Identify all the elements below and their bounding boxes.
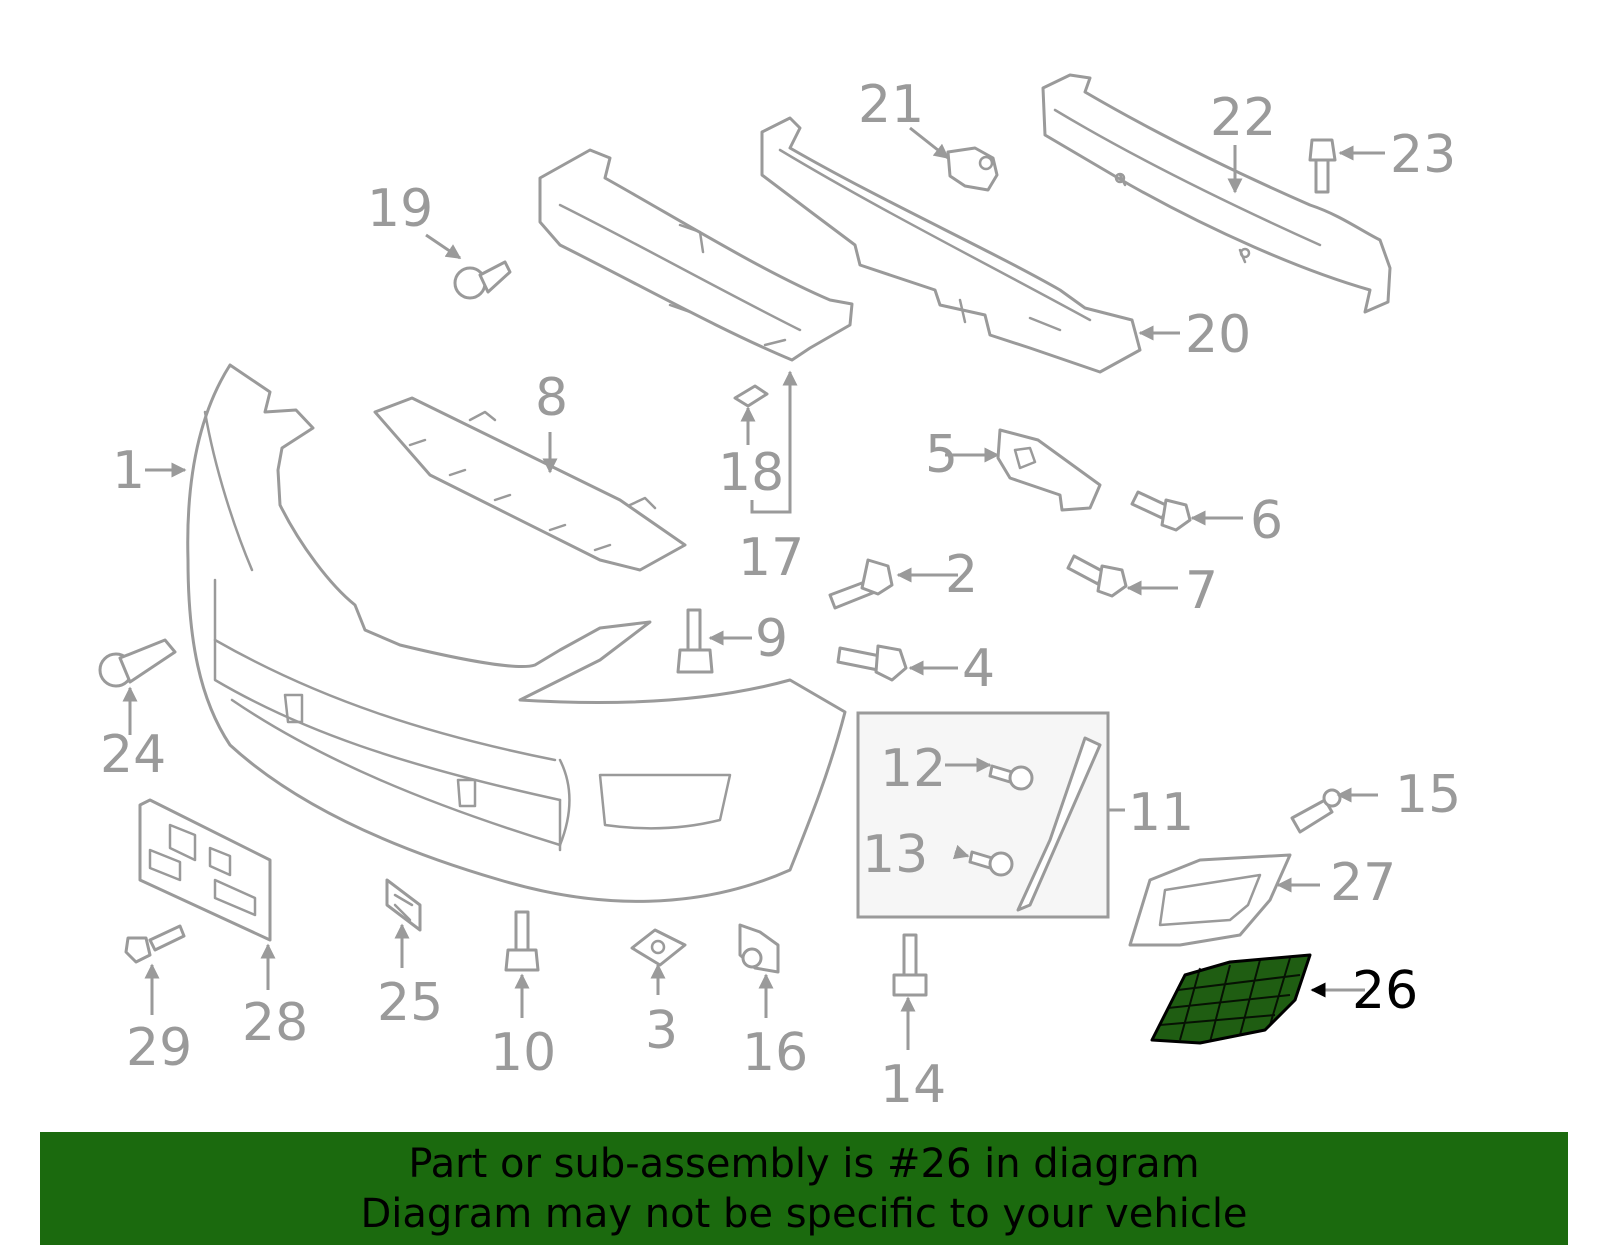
absorber-part-17[interactable]: [538, 148, 854, 362]
info-banner: Part or sub-assembly is #26 in diagram D…: [40, 1132, 1568, 1245]
leader-lines: [122, 126, 1385, 1050]
bumper-cover-part-1[interactable]: [186, 363, 847, 903]
callout-10: 10: [490, 1023, 556, 1083]
callout-29: 29: [126, 1018, 192, 1078]
callout-13: 13: [862, 825, 928, 885]
callout-3: 3: [645, 1001, 678, 1061]
bolt-part-4[interactable]: [836, 644, 908, 682]
reinforcement-part-20[interactable]: [760, 116, 1142, 374]
upper-rail-part-8[interactable]: [373, 396, 687, 572]
callout-7: 7: [1185, 561, 1218, 621]
callout-16: 16: [742, 1023, 808, 1083]
callout-5: 5: [925, 425, 958, 485]
callout-labels: 1 2 3 4 5 6 7 8 9 10 11 12 13 14 15 16 1…: [100, 75, 1461, 1115]
bracket-part-5[interactable]: [996, 428, 1102, 512]
bolt-part-29[interactable]: [124, 924, 186, 964]
bumper-beam-part-22[interactable]: [1041, 73, 1392, 314]
screw-part-12[interactable]: [988, 764, 1034, 791]
callout-14: 14: [880, 1055, 946, 1115]
callout-25: 25: [377, 973, 443, 1033]
bolt-part-23[interactable]: [1308, 138, 1337, 194]
fog-bezel-part-27[interactable]: [1128, 853, 1292, 947]
bolt-part-14[interactable]: [892, 933, 928, 997]
callout-18: 18: [718, 443, 784, 503]
nut-part-3[interactable]: [630, 928, 687, 967]
callout-12: 12: [880, 739, 946, 799]
bolt-part-9[interactable]: [676, 608, 714, 674]
bolt-part-7[interactable]: [1066, 554, 1128, 598]
bolt-part-2[interactable]: [828, 558, 894, 610]
clip-part-19[interactable]: [453, 260, 512, 300]
callout-2: 2: [945, 545, 978, 605]
callout-28: 28: [242, 993, 308, 1053]
trim-part-11[interactable]: [1016, 736, 1102, 912]
callout-20: 20: [1185, 305, 1251, 365]
clip-part-21[interactable]: [946, 146, 999, 192]
callout-9: 9: [755, 609, 788, 669]
clip-part-25[interactable]: [385, 878, 422, 932]
screw-part-13[interactable]: [968, 850, 1014, 877]
bolt-part-10[interactable]: [504, 910, 540, 972]
callout-19: 19: [367, 179, 433, 239]
callout-23: 23: [1390, 125, 1456, 185]
callout-1: 1: [112, 441, 145, 501]
callout-15: 15: [1395, 765, 1461, 825]
fog-grille-part-26[interactable]: [1150, 953, 1312, 1045]
callout-22: 22: [1210, 88, 1276, 148]
banner-line-part-number: Part or sub-assembly is #26 in diagram: [408, 1140, 1200, 1187]
callout-4: 4: [962, 639, 995, 699]
clip-part-16[interactable]: [738, 923, 780, 974]
banner-line-disclaimer: Diagram may not be specific to your vehi…: [360, 1190, 1248, 1237]
clip-part-15[interactable]: [1290, 788, 1342, 834]
license-bracket-part-28[interactable]: [138, 798, 272, 942]
pad-part-18[interactable]: [733, 384, 769, 408]
callout-17: 17: [738, 528, 804, 588]
socket-part-24[interactable]: [98, 638, 177, 688]
callout-8: 8: [535, 368, 568, 428]
bolt-part-6[interactable]: [1130, 490, 1192, 532]
callout-24: 24: [100, 725, 166, 785]
callout-26-highlighted: 26: [1352, 961, 1418, 1021]
callout-21: 21: [858, 75, 924, 135]
callout-6: 6: [1250, 491, 1283, 551]
callout-11: 11: [1128, 783, 1194, 843]
callout-27: 27: [1330, 853, 1396, 913]
